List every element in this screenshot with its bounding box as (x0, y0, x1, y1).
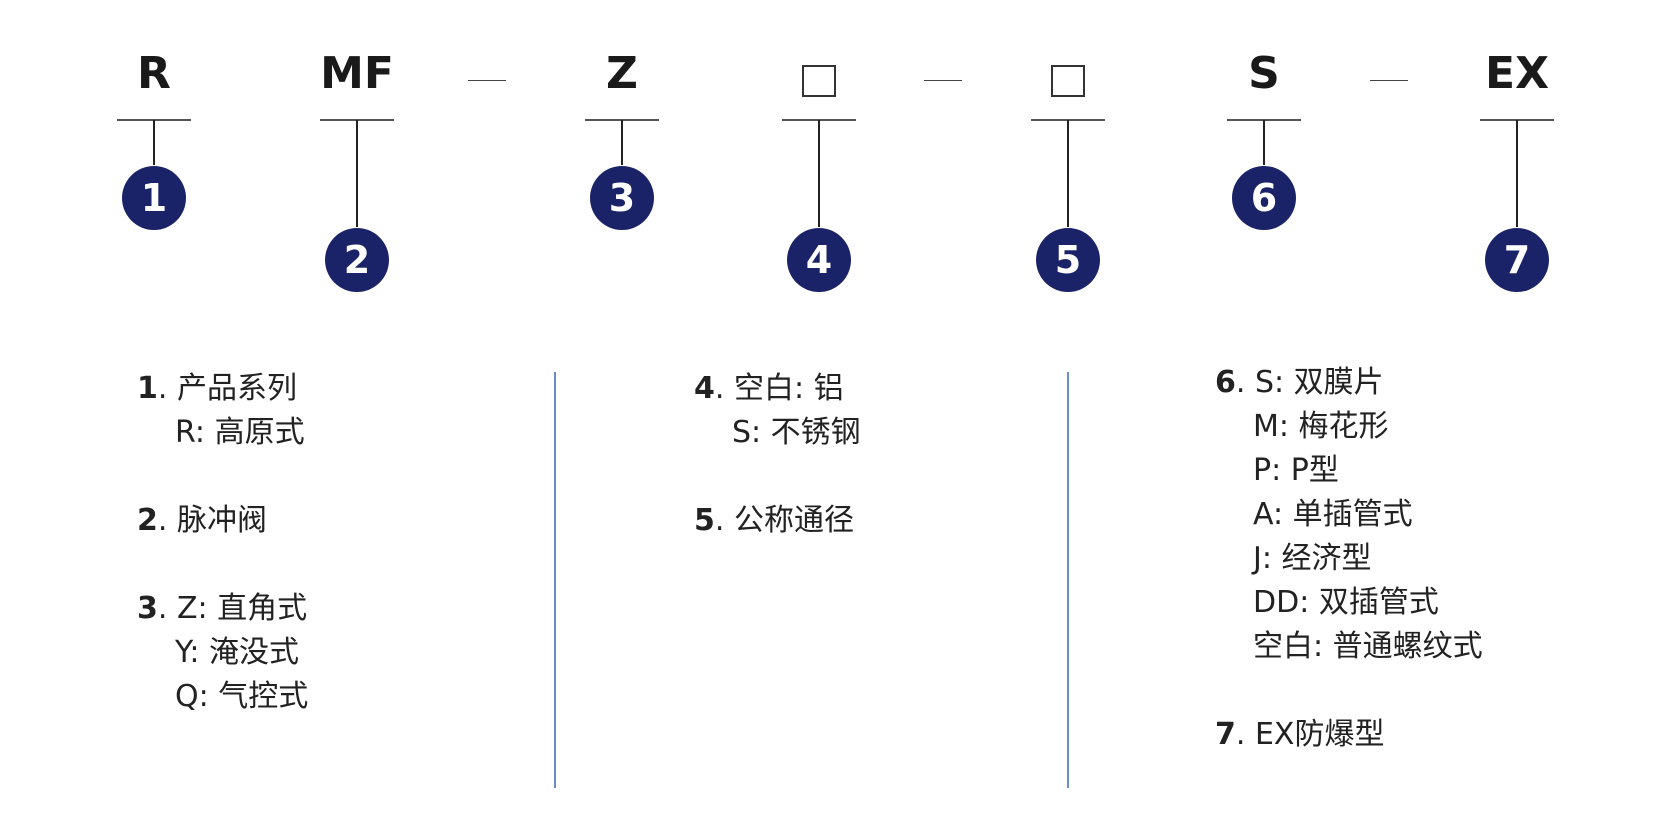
legend-text: . 脉冲阀 (157, 503, 267, 538)
legend-item-2: 2. 脉冲阀 (137, 499, 308, 543)
legend-text: . 空白: 铝 (714, 371, 844, 406)
stem-1 (153, 120, 155, 165)
legend-option: R: 高原式 (175, 415, 305, 450)
code-r: R (137, 48, 171, 99)
legend-number: 2 (137, 503, 158, 538)
legend-option: DD: 双插管式 (1253, 585, 1439, 620)
code-ex: EX (1485, 48, 1549, 99)
legend-number: 6 (1215, 365, 1236, 400)
code-z: Z (606, 48, 638, 99)
legend-option: Q: 气控式 (175, 679, 309, 714)
marker-3: 3 (590, 166, 654, 230)
stem-3 (621, 120, 623, 165)
legend-option: A: 单插管式 (1253, 497, 1413, 532)
legend-item-6: 6. S: 双膜片 M: 梅花形 P: P型 A: 单插管式 J: 经济型 DD… (1215, 361, 1483, 669)
legend-option: 空白: 普通螺纹式 (1253, 629, 1483, 664)
separator-dash-1 (468, 80, 506, 81)
legend-number: 1 (137, 371, 158, 406)
stem-4 (818, 120, 820, 227)
legend-item-3: 3. Z: 直角式 Y: 淹没式 Q: 气控式 (137, 587, 308, 719)
code-mf: MF (320, 48, 394, 99)
marker-1: 1 (122, 166, 186, 230)
legend-text: . S: 双膜片 (1235, 365, 1384, 400)
legend-column-2: 4. 空白: 铝 S: 不锈钢 5. 公称通径 (694, 367, 861, 587)
marker-5: 5 (1036, 228, 1100, 292)
stem-2 (356, 120, 358, 227)
separator-dash-3 (1370, 80, 1408, 81)
legend-column-3: 6. S: 双膜片 M: 梅花形 P: P型 A: 单插管式 J: 经济型 DD… (1215, 361, 1483, 801)
stem-5 (1067, 120, 1069, 227)
placeholder-box-4 (802, 65, 836, 97)
legend-text: . EX防爆型 (1235, 717, 1385, 752)
column-divider-1 (554, 372, 556, 788)
legend-number: 5 (694, 503, 715, 538)
stem-6 (1263, 120, 1265, 165)
legend-option: S: 不锈钢 (732, 415, 861, 450)
legend-item-7: 7. EX防爆型 (1215, 713, 1483, 757)
legend-column-1: 1. 产品系列 R: 高原式 2. 脉冲阀 3. Z: 直角式 Y: 淹没式 Q… (137, 367, 308, 763)
legend-option: M: 梅花形 (1253, 409, 1389, 444)
legend-option: P: P型 (1253, 453, 1339, 488)
placeholder-box-5 (1051, 65, 1085, 97)
legend-number: 4 (694, 371, 715, 406)
marker-7: 7 (1485, 228, 1549, 292)
marker-6: 6 (1232, 166, 1296, 230)
code-s: S (1248, 48, 1280, 99)
stem-7 (1516, 120, 1518, 227)
legend-item-5: 5. 公称通径 (694, 499, 861, 543)
legend-item-1: 1. 产品系列 R: 高原式 (137, 367, 308, 455)
legend-number: 7 (1215, 717, 1236, 752)
column-divider-2 (1067, 372, 1069, 788)
legend-option: J: 经济型 (1253, 541, 1372, 576)
legend-text: . 公称通径 (714, 503, 854, 538)
marker-4: 4 (787, 228, 851, 292)
legend-number: 3 (137, 591, 158, 626)
legend-text: . Z: 直角式 (157, 591, 308, 626)
legend-text: . 产品系列 (157, 371, 297, 406)
marker-2: 2 (325, 228, 389, 292)
legend-item-4: 4. 空白: 铝 S: 不锈钢 (694, 367, 861, 455)
separator-dash-2 (924, 80, 962, 81)
legend-option: Y: 淹没式 (175, 635, 299, 670)
